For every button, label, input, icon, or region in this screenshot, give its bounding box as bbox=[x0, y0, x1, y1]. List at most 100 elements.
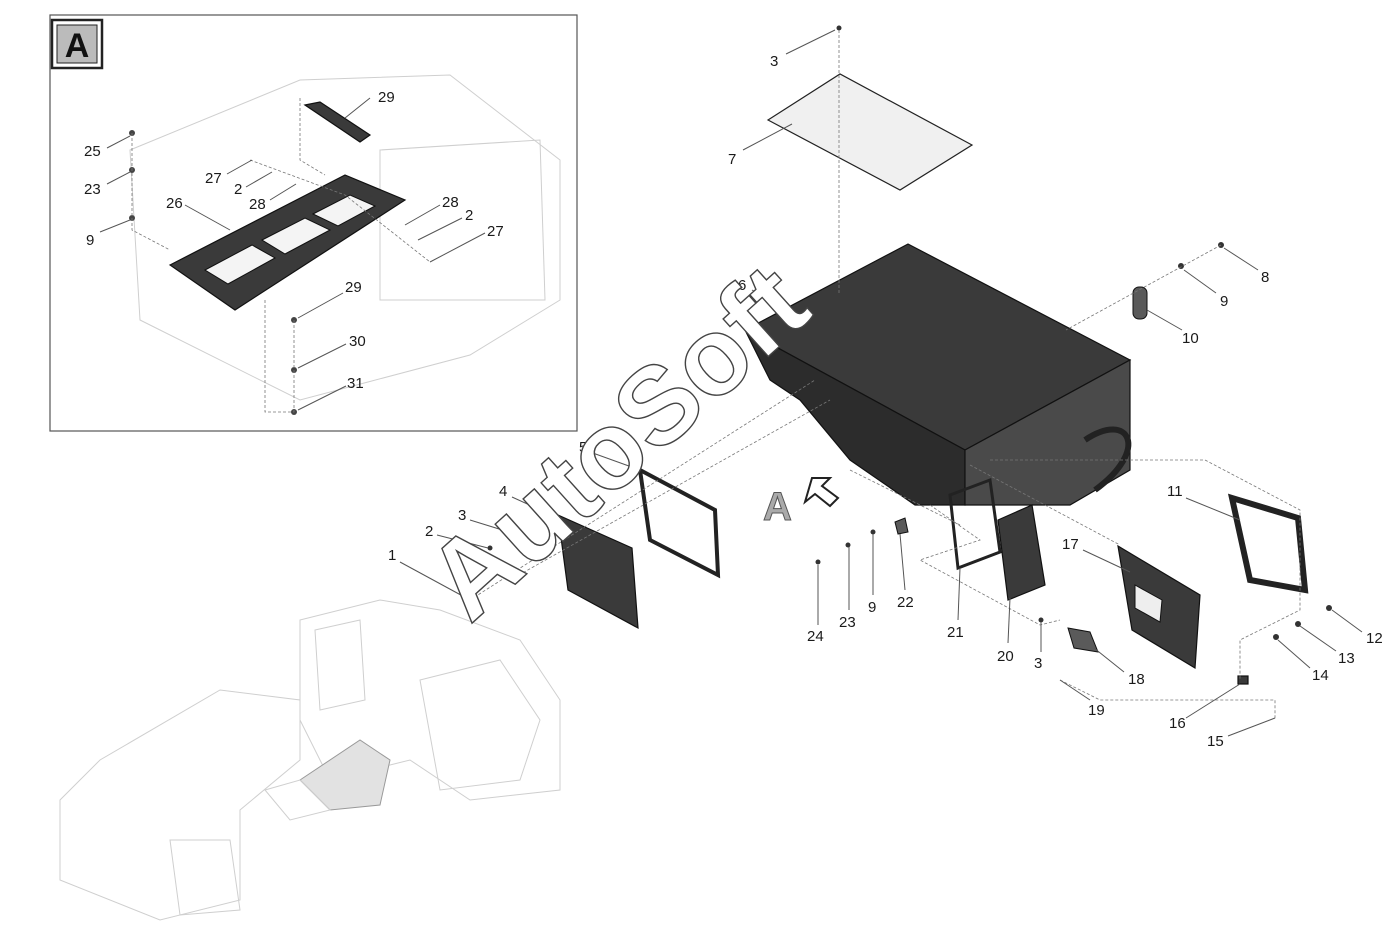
callout-8: 8 bbox=[1261, 269, 1269, 286]
ghost-hood bbox=[59, 689, 301, 921]
hw-washer-9 bbox=[1178, 263, 1184, 269]
leader-inset-27b bbox=[429, 232, 486, 263]
leader-4 bbox=[511, 496, 559, 519]
part-cover-17-window bbox=[1134, 584, 1163, 623]
inset-tray-opening-2 bbox=[260, 217, 332, 255]
callout-23: 23 bbox=[839, 614, 856, 631]
callout-9-lower: 9 bbox=[868, 599, 876, 616]
callout-1: 1 bbox=[388, 547, 396, 564]
leader-8 bbox=[1223, 247, 1259, 271]
callout-9-right: 9 bbox=[1220, 293, 1228, 310]
leader-21 bbox=[957, 567, 961, 621]
axis-lower bbox=[918, 504, 1061, 626]
leader-inset-29a bbox=[344, 97, 371, 119]
leader-inset-23 bbox=[106, 171, 131, 185]
ghost-lid bbox=[264, 779, 331, 821]
axis-rear-right bbox=[990, 459, 1301, 680]
inset-badge-fill bbox=[56, 24, 98, 64]
leader-20 bbox=[1007, 597, 1011, 644]
ghost-vehicle bbox=[59, 599, 561, 921]
part-plate-18 bbox=[1067, 627, 1099, 653]
callout-4: 4 bbox=[499, 483, 507, 500]
leader-inset-30 bbox=[297, 343, 347, 369]
leader-18 bbox=[1093, 647, 1125, 673]
leader-6 bbox=[751, 289, 803, 319]
hw-nut-9 bbox=[870, 529, 876, 535]
axis-bottom bbox=[1059, 679, 1276, 720]
inset-axis-top bbox=[299, 98, 326, 176]
inset-frame bbox=[49, 14, 578, 432]
callout-3-top: 3 bbox=[770, 53, 778, 70]
inset-ghost-panel bbox=[379, 139, 546, 301]
callout-12: 12 bbox=[1366, 630, 1383, 647]
leader-11 bbox=[1185, 497, 1241, 521]
callout-inset-30: 30 bbox=[349, 333, 366, 350]
hw-bolt-24 bbox=[815, 559, 821, 565]
callout-7: 7 bbox=[728, 151, 736, 168]
callout-inset-31: 31 bbox=[347, 375, 364, 392]
leader-inset-28a bbox=[269, 183, 297, 201]
leader-7 bbox=[742, 123, 793, 151]
leader-2 bbox=[436, 534, 489, 549]
callout-inset-25: 25 bbox=[84, 143, 101, 160]
leader-inset-31 bbox=[297, 385, 347, 411]
leader-inset-28b bbox=[404, 204, 441, 226]
leader-1 bbox=[399, 561, 471, 601]
callout-inset-27a: 27 bbox=[205, 170, 222, 187]
axis-front-2 bbox=[509, 399, 831, 581]
part-seal-11 bbox=[1227, 493, 1309, 594]
leader-16 bbox=[1185, 683, 1241, 719]
inset-detail-a: A 29 bbox=[49, 14, 578, 432]
callout-20: 20 bbox=[997, 648, 1014, 665]
leader-inset-9 bbox=[99, 219, 131, 233]
hw-washer-13 bbox=[1295, 621, 1301, 627]
view-marker-letter: A bbox=[763, 485, 792, 529]
leader-17 bbox=[1082, 549, 1131, 573]
callout-inset-23: 23 bbox=[84, 181, 101, 198]
callout-19: 19 bbox=[1088, 702, 1105, 719]
callout-2: 2 bbox=[425, 523, 433, 540]
callout-3-lower: 3 bbox=[1034, 655, 1042, 672]
callout-21: 21 bbox=[947, 624, 964, 641]
leader-10 bbox=[1146, 309, 1183, 331]
main-assembly: A 3 7 6 8 9 10 5 4 bbox=[388, 25, 1383, 750]
leader-inset-2a bbox=[245, 171, 273, 188]
inset-bracket-top bbox=[303, 101, 372, 143]
inset-axis-bottom bbox=[264, 300, 295, 413]
callout-10: 10 bbox=[1182, 330, 1199, 347]
callout-13: 13 bbox=[1338, 650, 1355, 667]
callout-inset-28b: 28 bbox=[442, 194, 459, 211]
hw-nut-12 bbox=[1326, 605, 1332, 611]
axis-front-1 bbox=[469, 379, 816, 601]
leader-inset-26 bbox=[184, 204, 231, 231]
part-panel-4 bbox=[557, 514, 639, 630]
hw-screw-3-lower bbox=[1038, 617, 1044, 623]
callout-3-left: 3 bbox=[458, 507, 466, 524]
part-lid-7 bbox=[766, 73, 974, 191]
leader-9-right bbox=[1183, 269, 1217, 294]
callout-11: 11 bbox=[1167, 483, 1183, 500]
axis-rear bbox=[969, 464, 1121, 546]
ghost-battery-box bbox=[299, 739, 391, 811]
leader-12 bbox=[1331, 609, 1363, 633]
axis-latch bbox=[1065, 244, 1222, 331]
callout-22: 22 bbox=[897, 594, 914, 611]
hw-washer-23 bbox=[845, 542, 851, 548]
inset-axis-right bbox=[249, 159, 431, 263]
callout-inset-26: 26 bbox=[166, 195, 183, 212]
part-bolt-22 bbox=[894, 517, 909, 535]
callout-inset-2b: 2 bbox=[465, 207, 473, 224]
leader-19 bbox=[1059, 679, 1091, 701]
leader-13 bbox=[1299, 625, 1337, 652]
callout-inset-2a: 2 bbox=[234, 181, 242, 198]
part-bracket-16 bbox=[1237, 675, 1249, 685]
hw-bolt-14 bbox=[1273, 634, 1279, 640]
callout-14: 14 bbox=[1312, 667, 1329, 684]
axis-mid bbox=[849, 469, 961, 526]
callout-15: 15 bbox=[1207, 733, 1224, 750]
leader-22 bbox=[899, 533, 906, 591]
callout-inset-9: 9 bbox=[86, 232, 94, 249]
inset-axis-left bbox=[131, 133, 171, 251]
ghost-fender bbox=[419, 659, 541, 791]
